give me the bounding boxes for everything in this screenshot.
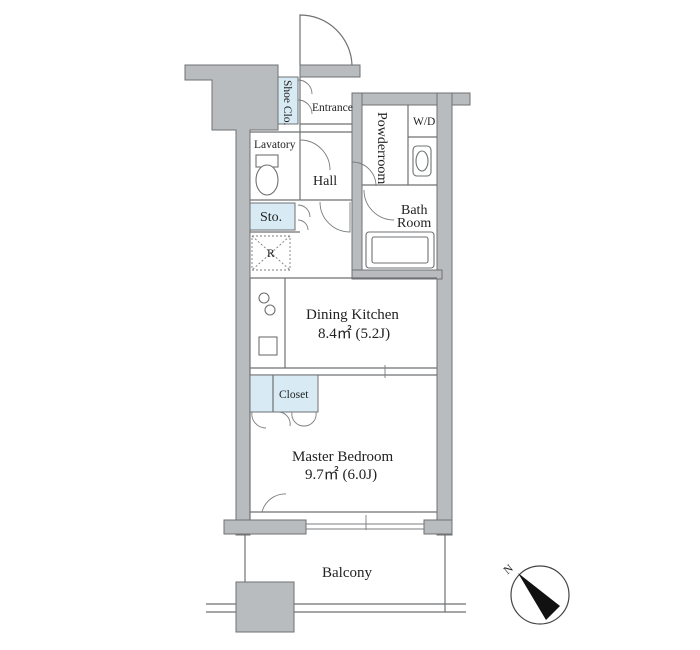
entrance-label: Entrance [312,102,353,114]
closet-label: Closet [279,389,309,401]
kitchen-stove [258,292,278,356]
doors [251,14,395,513]
lavatory-label: Lavatory [254,139,296,151]
bathtub [365,231,435,269]
bath-label-line1: Bath [401,203,427,218]
lavatory-fixtures [255,154,279,196]
partitions [249,77,437,530]
balcony-label: Balcony [322,565,372,581]
closet-zone [249,374,319,413]
hall-label: Hall [313,174,337,189]
wd-label: W/D [413,116,435,128]
refrigerator-label: R [267,248,275,260]
bath-label-line2: Room [397,216,431,231]
shoe-closet-zone [277,76,299,125]
powderroom-fixtures [412,145,432,177]
dining-kitchen-label: Dining Kitchen [306,307,399,323]
shoe-closet-label: Shoe Clo. [281,80,293,125]
compass-label: N [502,562,517,577]
north-compass-icon: N [502,562,570,625]
powderroom-label: Powderroom [374,112,389,184]
balcony-outline [206,534,466,613]
refrigerator-space [251,235,291,271]
dining-kitchen-area: 8.4㎡ (5.2J) [318,325,390,342]
storage-label: Sto. [260,210,282,225]
master-bedroom-label: Master Bedroom [292,449,394,465]
storage-zone [249,202,296,231]
master-bedroom-area: 9.7㎡ (6.0J) [305,466,377,483]
